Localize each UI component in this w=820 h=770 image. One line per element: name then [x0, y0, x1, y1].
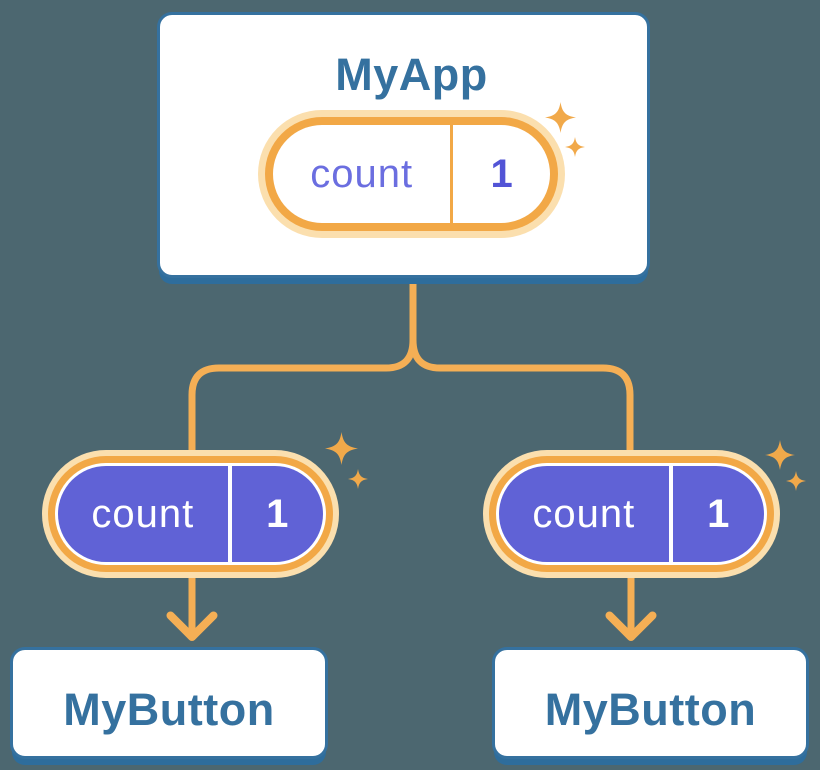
- state-pill-label-segment: count: [273, 125, 450, 223]
- pill-divider: [668, 466, 673, 562]
- sparkle-icon: [325, 432, 358, 465]
- prop-pill-label-segment: count: [499, 466, 669, 562]
- prop-pill-ring: count 1: [489, 456, 774, 572]
- left-child-component-title: MyButton: [63, 684, 275, 735]
- prop-name-text: count: [91, 491, 195, 536]
- sparkle-icon: [765, 440, 795, 470]
- left-child-component-card: MyButton: [10, 647, 328, 759]
- edge-root-to-right-pill: [409, 278, 634, 456]
- right-child-component-card: MyButton: [492, 647, 809, 759]
- sparkle-icon: [786, 471, 806, 491]
- right-prop-pill: count 1: [483, 450, 780, 578]
- prop-pill-face: count 1: [499, 466, 764, 562]
- pill-divider: [450, 125, 454, 223]
- arrow-left-head: [166, 611, 218, 641]
- state-value-text: 1: [490, 151, 513, 196]
- sparkle-icon: [545, 102, 576, 133]
- prop-pill-inner-border: count 1: [496, 463, 767, 565]
- prop-pill-value-segment: 1: [673, 466, 764, 562]
- state-name-text: count: [310, 151, 414, 196]
- state-pill-ring: count 1: [265, 117, 558, 231]
- state-pill-value-segment: 1: [453, 125, 550, 223]
- pill-divider: [227, 466, 232, 562]
- prop-pill-label-segment: count: [58, 466, 228, 562]
- prop-value-text: 1: [707, 491, 730, 536]
- prop-pill-inner-border: count 1: [55, 463, 326, 565]
- right-child-component-title: MyButton: [544, 684, 757, 735]
- prop-value-text: 1: [266, 491, 289, 536]
- root-state-pill: count 1: [258, 110, 565, 238]
- prop-pill-ring: count 1: [48, 456, 333, 572]
- edge-root-to-left-pill: [188, 278, 417, 456]
- left-prop-pill: count 1: [42, 450, 339, 578]
- arrow-right-head: [605, 611, 657, 641]
- prop-pill-face: count 1: [58, 466, 323, 562]
- state-pill-face: count 1: [273, 125, 550, 223]
- sparkle-icon: [348, 469, 368, 489]
- prop-pill-value-segment: 1: [232, 466, 323, 562]
- sparkle-icon: [565, 137, 585, 157]
- prop-name-text: count: [532, 491, 636, 536]
- root-component-title: MyApp: [335, 49, 488, 100]
